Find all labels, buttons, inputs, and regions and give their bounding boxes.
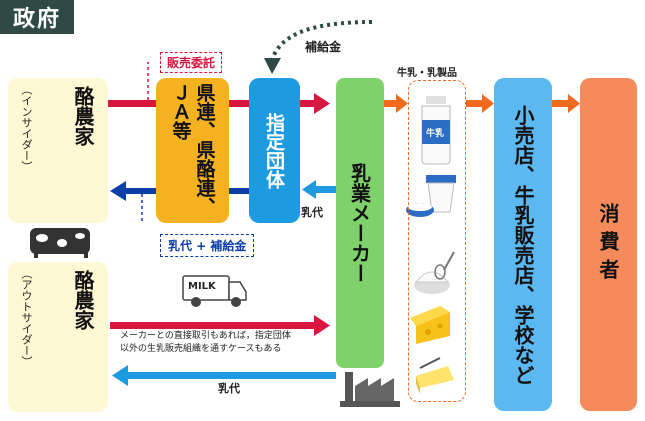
retail-label: 小売店、牛乳販売店、学校など [511,104,535,385]
milk-price-subsidy-label: 乳代 + 補給金 [160,234,255,257]
designated-label: 指定団体 [263,112,285,189]
arrow-ja-to-designated [229,100,249,107]
farmer-insider-title: 酪農家 [71,86,95,146]
subsidy-label: 補給金 [305,40,342,54]
direct-trade-note: メーカーとの直接取引もあれば，指定団体 以外の生乳販売組織を通すケースもある [120,330,330,356]
milk-bottle-icon [421,96,451,165]
whipped-cream-icon [414,251,455,294]
arrow-payment-to-farmer [110,181,249,201]
maker-box: 乳業メーカー [336,78,384,368]
consumer-label: 消費者 [596,202,620,287]
milk-truck-icon [182,275,247,307]
cheese-icon [410,306,450,344]
arrow-farmer-to-ja [108,100,156,107]
truck-label: MILK [188,281,216,292]
ja-label: 県連、県酪連、ＪＡ等 [169,83,216,216]
consumer-box: 消費者 [580,78,637,411]
milk-bottle-label: 牛乳 [426,129,445,139]
arrow-products-to-retail [466,94,494,113]
arrow-retail-to-consumer [552,94,580,113]
farmer-insider-box: 酪農家 （インサイダー） [8,78,108,223]
farmer-outsider-box: 酪農家 （アウトサイダー） [8,262,108,412]
milk-price-label: 乳代 [301,206,323,219]
government-box: 政府 [0,0,74,34]
arrow-subsidy [264,20,373,74]
maker-label: 乳業メーカー [347,163,372,283]
farmer-outsider-sub: （アウトサイダー） [20,268,33,367]
arrow-maker-to-designated [302,180,336,199]
factory-icon [340,372,400,407]
products-title: 牛乳・乳製品 [397,68,457,79]
sales-consignment-label: 販売委託 [160,52,223,73]
retail-box: 小売店、牛乳販売店、学校など [494,78,552,411]
cows-icon [30,228,90,258]
arrow-maker-to-outsider [112,365,336,386]
products-box [408,80,466,402]
farmer-insider-sub: （インサイダー） [20,84,33,172]
arrow-maker-to-products [384,94,408,113]
designated-box: 指定団体 [249,78,300,223]
arrow-designated-to-maker [300,93,330,114]
milk-price-bottom-label: 乳代 [218,382,240,395]
ja-box: 県連、県酪連、ＪＡ等 [156,78,229,223]
note-line-2: 以外の生乳販売組織を通すケースもある [120,344,282,354]
butter-icon [416,357,454,394]
yogurt-cup-icon [406,175,456,217]
note-line-1: メーカーとの直接取引もあれば，指定団体 [120,331,291,341]
farmer-outsider-title: 酪農家 [71,270,95,330]
arrow-outsider-to-maker [110,315,330,336]
